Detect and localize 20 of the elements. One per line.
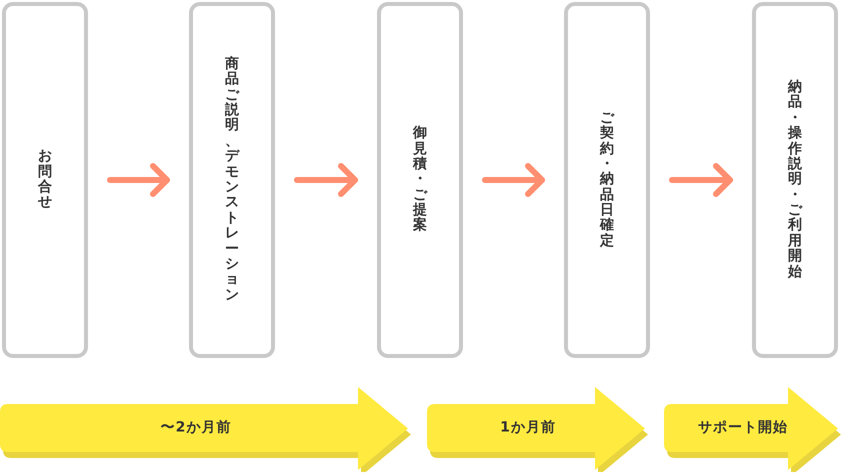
step-box [564, 2, 650, 358]
step-box [752, 2, 838, 358]
step-label: 納品・操作説明・ご利用開始 [788, 80, 802, 280]
step-label: 商品ご説明、デモンストレーション [225, 56, 239, 304]
period-label: サポート開始 [698, 420, 788, 436]
step-label: お問合せ [38, 149, 52, 211]
step-box [189, 2, 275, 358]
period-label: 〜2か月前 [160, 420, 232, 436]
period-band [0, 386, 412, 472]
arrow [669, 163, 733, 197]
step-box [377, 2, 463, 358]
step-label: ご契約・納品日確定 [600, 110, 614, 250]
arrow [294, 163, 358, 197]
step-label: 御見積・ご提案 [413, 126, 427, 234]
period-label: 1か月前 [500, 420, 556, 436]
arrow [482, 163, 545, 197]
step-box [2, 2, 88, 358]
arrow [107, 163, 170, 197]
period-band [427, 386, 649, 472]
period-band [664, 386, 842, 472]
